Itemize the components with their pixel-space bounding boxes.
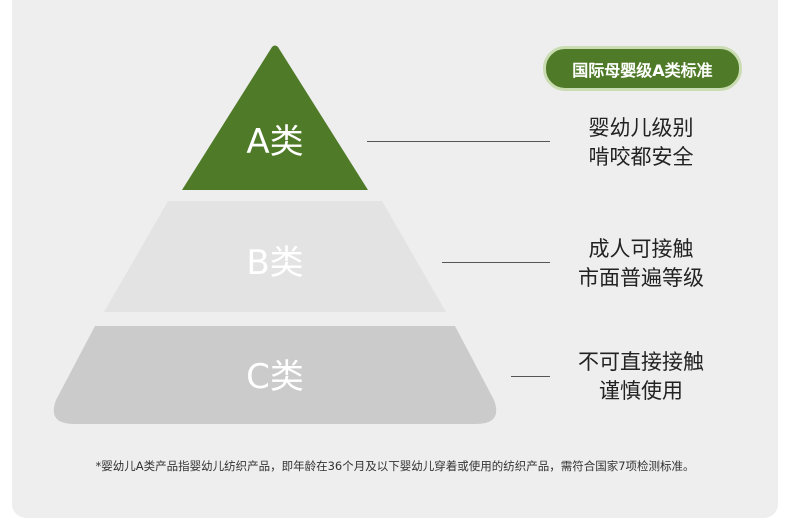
tier-b-description: 成人可接触 市面普遍等级 <box>546 235 736 293</box>
tier-a-desc-line2: 啃咬都安全 <box>588 145 694 169</box>
tier-c-shape <box>53 326 497 424</box>
tier-b-connector <box>442 262 550 263</box>
tier-b-shape <box>104 201 446 312</box>
tier-a-desc-line1: 婴幼儿级别 <box>588 116 694 140</box>
tier-a-description: 婴幼儿级别 啃咬都安全 <box>546 114 736 172</box>
tier-b-label: B类 <box>246 243 304 283</box>
tier-c-connector <box>511 376 550 377</box>
footnote: *婴幼儿A类产品指婴幼儿纺织产品，即年龄在36个月及以下婴幼儿穿着或使用的纺织产… <box>95 459 695 473</box>
tier-c-desc-line2: 谨慎使用 <box>599 379 683 403</box>
tier-c-description: 不可直接接触 谨慎使用 <box>546 348 736 406</box>
standard-badge: 国际母婴级A类标准 <box>543 46 742 91</box>
tier-c-label: C类 <box>246 357 304 397</box>
tier-a-shape <box>182 45 368 190</box>
tier-b-desc-line1: 成人可接触 <box>588 237 694 261</box>
tier-c-desc-line1: 不可直接接触 <box>578 350 704 374</box>
tier-b-desc-line2: 市面普遍等级 <box>578 266 704 290</box>
tier-a-connector <box>367 141 550 142</box>
tier-a-label: A类 <box>246 122 304 162</box>
